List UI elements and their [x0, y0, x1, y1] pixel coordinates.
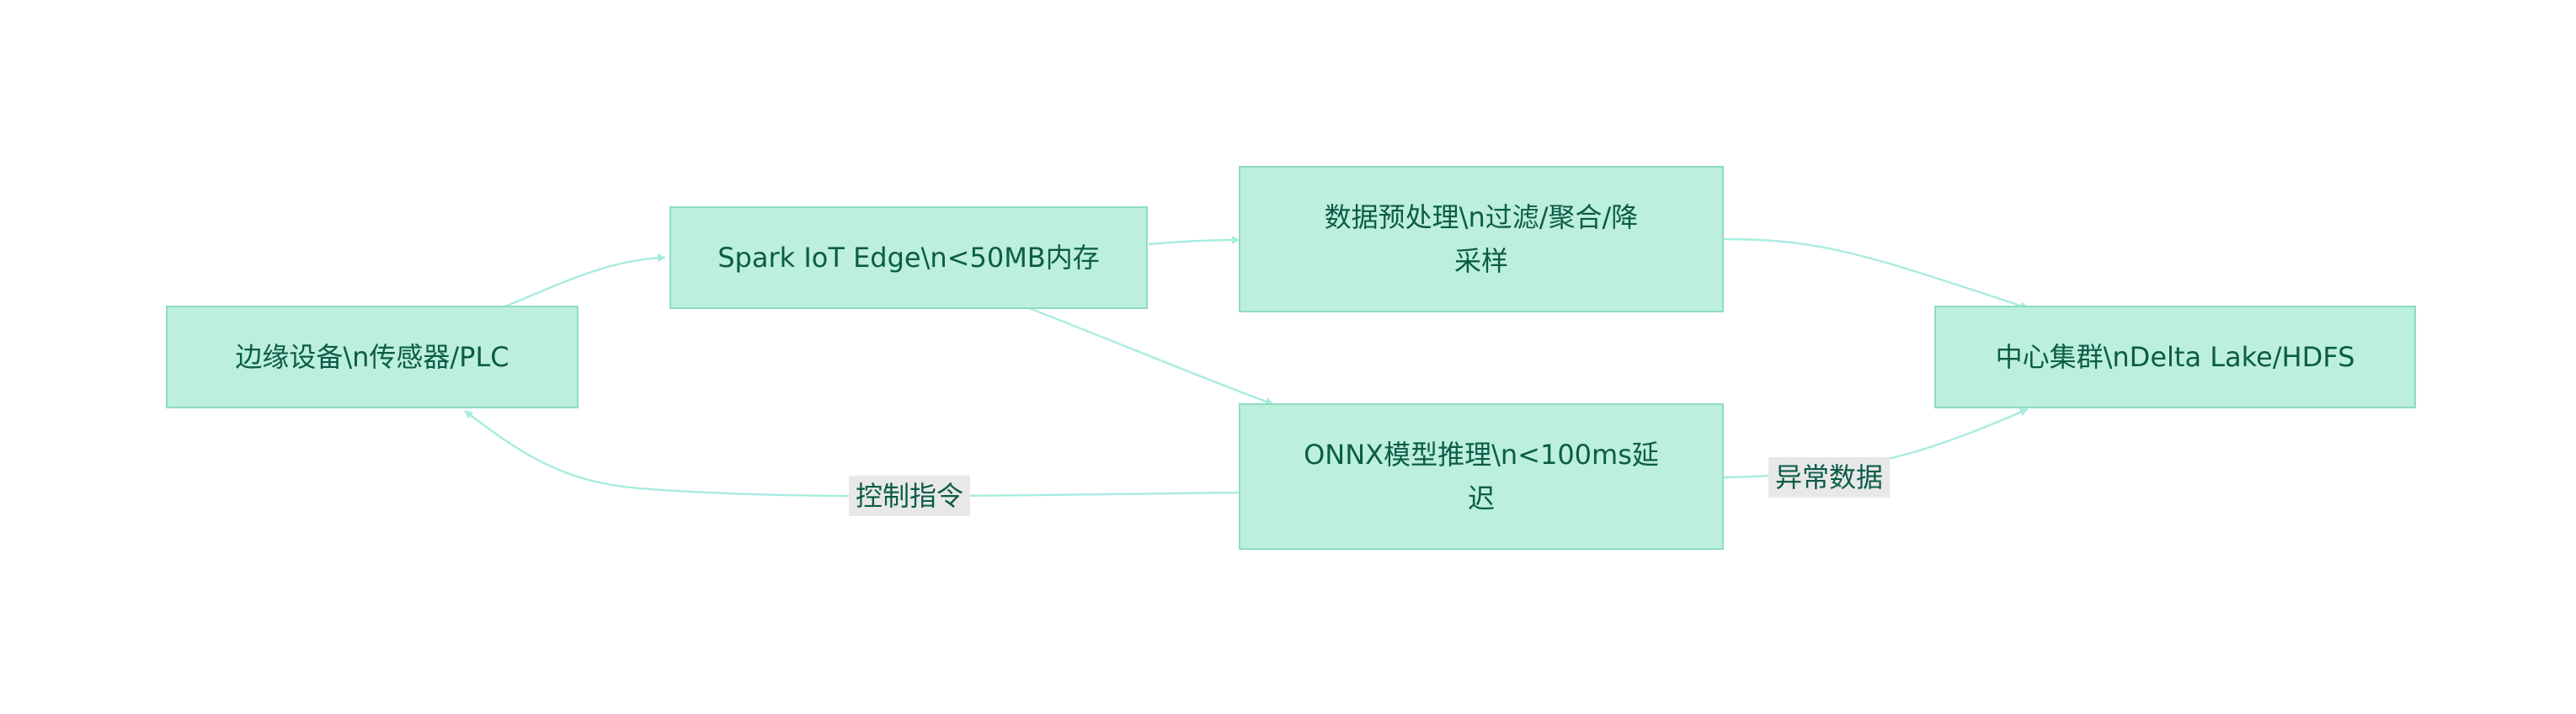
- node-onnx-inference: ONNX模型推理\n<100ms延 迟: [1239, 403, 1724, 550]
- edge-spark-to-preprocess: [1148, 236, 1240, 246]
- node-onnx-inference-label-line1: ONNX模型推理\n<100ms延: [1304, 439, 1659, 471]
- node-preprocess: 数据预处理\n过滤/聚合/降 采样: [1239, 166, 1724, 312]
- edge-preprocess-to-central: [1722, 237, 2029, 310]
- node-edge-device: 边缘设备\n传感器/PLC: [166, 306, 579, 408]
- node-spark-iot-edge-label: Spark IoT Edge\n<50MB内存: [717, 242, 1100, 274]
- node-onnx-inference-label-line2: 迟: [1468, 482, 1495, 514]
- node-edge-device-label: 边缘设备\n传感器/PLC: [235, 341, 509, 373]
- edge-label-control-text: 控制指令: [856, 480, 963, 512]
- edge-spark-to-onnx: [1028, 306, 1274, 406]
- edge-label-anomaly: 异常数据: [1768, 457, 1890, 498]
- edge-label-control: 控制指令: [849, 476, 970, 516]
- node-central-cluster-label: 中心集群\nDelta Lake/HDFS: [1996, 341, 2355, 373]
- node-spark-iot-edge: Spark IoT Edge\n<50MB内存: [669, 206, 1148, 309]
- node-preprocess-label-line2: 采样: [1454, 245, 1508, 277]
- edge-onnx-to-device: [464, 410, 1240, 498]
- node-central-cluster: 中心集群\nDelta Lake/HDFS: [1934, 306, 2416, 408]
- edge-label-anomaly-text: 异常数据: [1775, 461, 1883, 493]
- node-preprocess-label-line1: 数据预处理\n过滤/聚合/降: [1325, 201, 1639, 233]
- edge-device-to-spark: [496, 253, 666, 312]
